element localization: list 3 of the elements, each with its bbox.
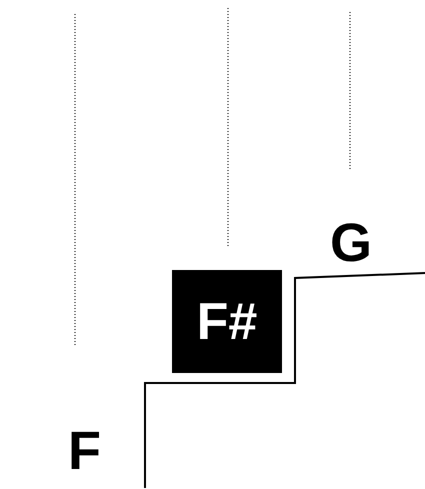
note-label: F xyxy=(68,424,101,478)
note-box: F# xyxy=(172,270,282,373)
note-label: G xyxy=(330,216,372,270)
